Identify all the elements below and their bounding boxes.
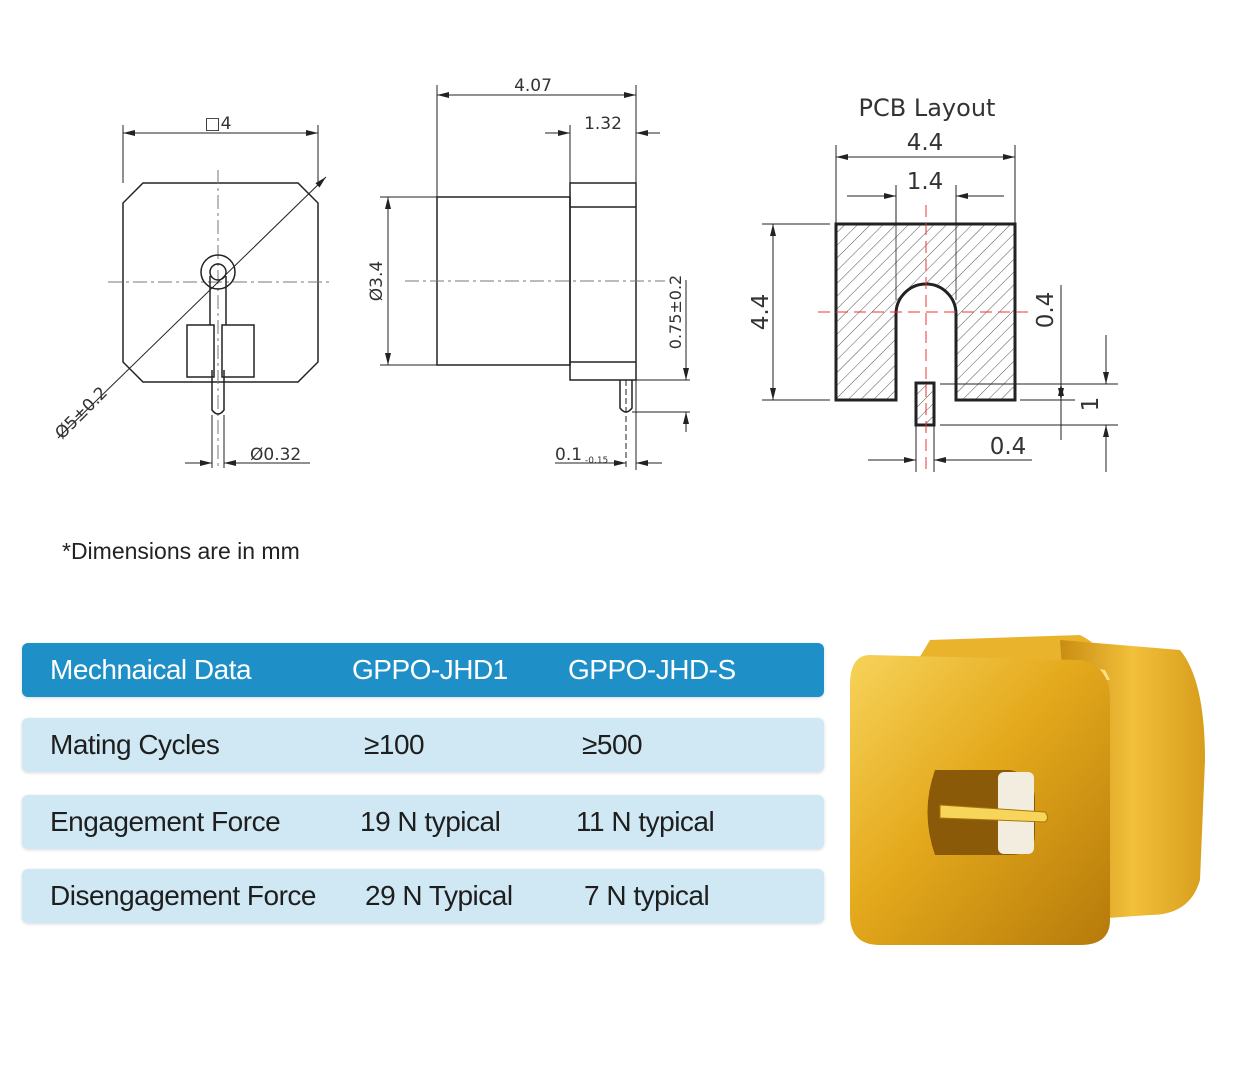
pcb-dim-width: 4.4 [907, 130, 944, 156]
front-body-outline [122, 182, 319, 383]
pcb-dim-bottom-pad: 0.4 [990, 434, 1027, 460]
front-dim-diagonal: Ø5±0.2 [51, 383, 111, 443]
pcb-layout-title: PCB Layout [859, 94, 996, 122]
side-dim-body-dia: Ø3.4 [367, 261, 387, 301]
pcb-dim-right-gap: 0.4 [1033, 292, 1059, 329]
table-row: Disengagement Force 29 N Typical 7 N typ… [22, 869, 824, 923]
pcb-dim-right-pad: 1 [1078, 397, 1104, 412]
table-row: Mating Cycles ≥100 ≥500 [22, 718, 824, 772]
side-dim-length: 4.07 [514, 76, 552, 96]
side-dim-pin-len: 0.1 [555, 445, 582, 465]
row-label: Engagement Force [50, 806, 281, 837]
pin [211, 370, 225, 415]
side-flange [569, 182, 637, 381]
side-dim-flange: 1.32 [584, 114, 622, 134]
row-value-jhd1: 29 N Typical [365, 880, 513, 911]
front-dim-width: □4 [205, 114, 232, 134]
table-header: Mechnaical Data GPPO-JHD1 GPPO-JHD-S [22, 643, 824, 697]
contact-block-left [186, 324, 215, 378]
side-view [380, 85, 690, 470]
row-label: Disengagement Force [50, 880, 316, 911]
side-dim-pin-offset: 0.75±0.2 [666, 275, 685, 349]
header-gppo-jhd-s: GPPO-JHD-S [568, 654, 736, 685]
row-label: Mating Cycles [50, 729, 220, 760]
center-contact [200, 254, 236, 290]
table-row: Engagement Force 19 N typical 11 N typic… [22, 795, 824, 849]
row-value-jhd-s: 11 N typical [576, 806, 715, 837]
header-gppo-jhd1: GPPO-JHD1 [352, 654, 508, 685]
dimensions-note: *Dimensions are in mm [62, 538, 300, 564]
side-dim-pin-len-tol: -0.15 [585, 456, 608, 466]
row-value-jhd1: ≥100 [364, 729, 425, 760]
pcb-ground-pad [834, 222, 1017, 402]
front-dim-pin: Ø0.32 [250, 445, 301, 465]
row-value-jhd-s: 7 N typical [584, 880, 710, 911]
header-mechanical-data: Mechnaical Data [50, 654, 252, 685]
pcb-dim-slot: 1.4 [907, 169, 944, 195]
row-value-jhd-s: ≥500 [582, 729, 643, 760]
row-value-jhd1: 19 N typical [360, 806, 501, 837]
contact-block-right [221, 324, 255, 378]
front-view [57, 125, 330, 470]
pcb-layout [762, 145, 1118, 472]
product-photo [850, 635, 1205, 945]
pcb-dim-height: 4.4 [748, 294, 774, 331]
pcb-signal-pad [914, 381, 936, 427]
